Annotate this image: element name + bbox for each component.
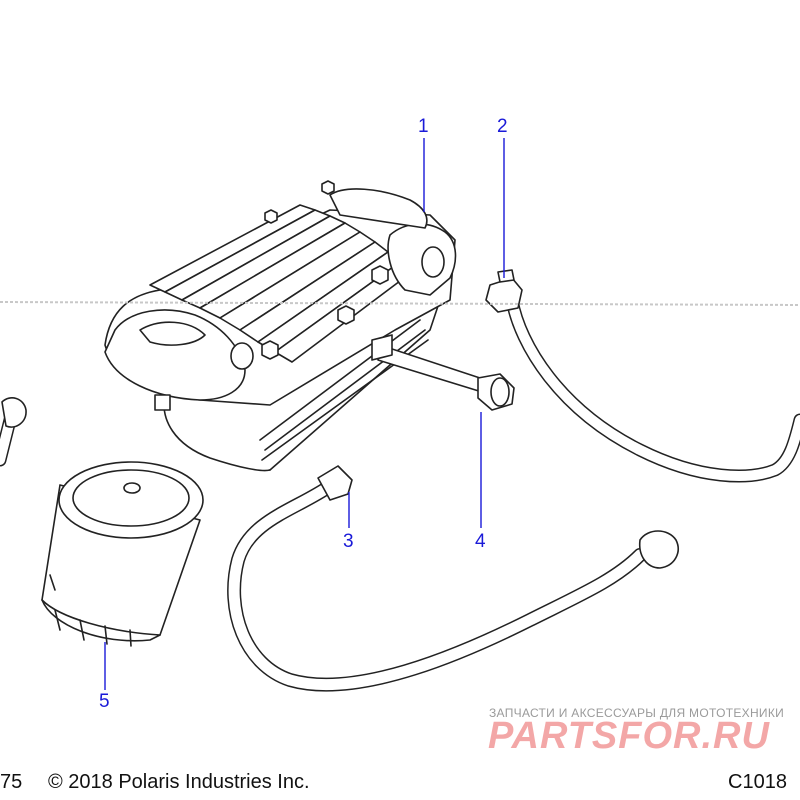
oil-hose-middle (227, 465, 679, 692)
callout-4: 4 (475, 531, 486, 552)
callout-5: 5 (99, 691, 110, 712)
oil-hose-right (485, 269, 800, 483)
watermark-tagline: ЗАПЧАСТИ И АКСЕССУАРЫ ДЛЯ МОТОТЕХНИКИ (489, 706, 785, 720)
callout-1: 1 (418, 116, 429, 137)
footer-copyright: © 2018 Polaris Industries Inc. (48, 771, 310, 793)
footer-diagram-code: C1018 (728, 771, 787, 793)
callout-2: 2 (497, 116, 508, 137)
footer-left-code: 75 (0, 771, 23, 793)
watermark-brand: PARTSFOR.RU (488, 715, 770, 757)
banjo-bolt (371, 334, 515, 411)
oil-filter (41, 461, 204, 647)
hose-fragment-left (0, 397, 27, 467)
callout-3: 3 (343, 531, 354, 552)
oil-cooler (104, 180, 457, 472)
scan-line (0, 301, 800, 306)
